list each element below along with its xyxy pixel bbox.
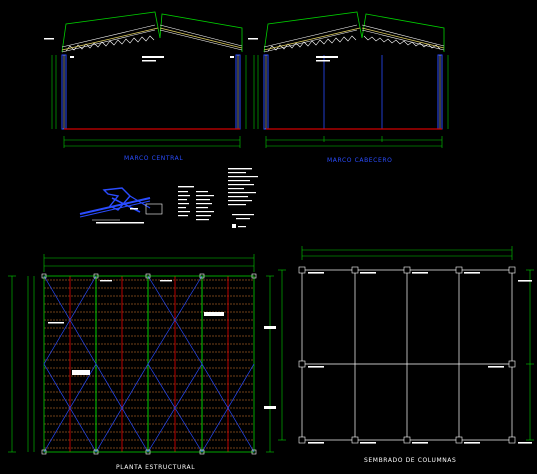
column-marker	[455, 436, 463, 444]
column-marker	[145, 449, 151, 455]
connection-detail	[79, 187, 163, 224]
column-marker	[298, 360, 306, 368]
structural-plan-title: PLANTA ESTRUCTURAL	[116, 464, 196, 471]
end-frame-title: MARCO CABECERO	[327, 157, 393, 164]
end-frame-elevation	[248, 11, 449, 148]
general-notes	[178, 168, 258, 228]
column-marker	[351, 266, 359, 274]
column-marker	[455, 266, 463, 274]
column-marker	[298, 436, 306, 444]
central-frame-title: MARCO CENTRAL	[124, 155, 184, 162]
column-marker	[199, 273, 205, 279]
column-marker	[403, 266, 411, 274]
structural-plan	[8, 254, 276, 455]
column-marker	[298, 266, 306, 274]
central-frame-elevation	[44, 11, 247, 148]
column-marker	[351, 436, 359, 444]
column-marker	[251, 449, 257, 455]
column-marker	[145, 273, 151, 279]
column-marker	[93, 449, 99, 455]
central-roof-truss	[61, 24, 243, 53]
column-marker	[41, 273, 47, 279]
column-marker	[251, 273, 257, 279]
column-marker	[93, 273, 99, 279]
column-marker	[508, 436, 516, 444]
column-marker	[508, 266, 516, 274]
column-marker	[403, 436, 411, 444]
column-marker	[41, 449, 47, 455]
column-layout-plan	[278, 246, 534, 444]
column-marker	[508, 360, 516, 368]
column-marker	[199, 449, 205, 455]
column-layout-title: SEMBRADO DE COLUMNAS	[364, 457, 457, 464]
